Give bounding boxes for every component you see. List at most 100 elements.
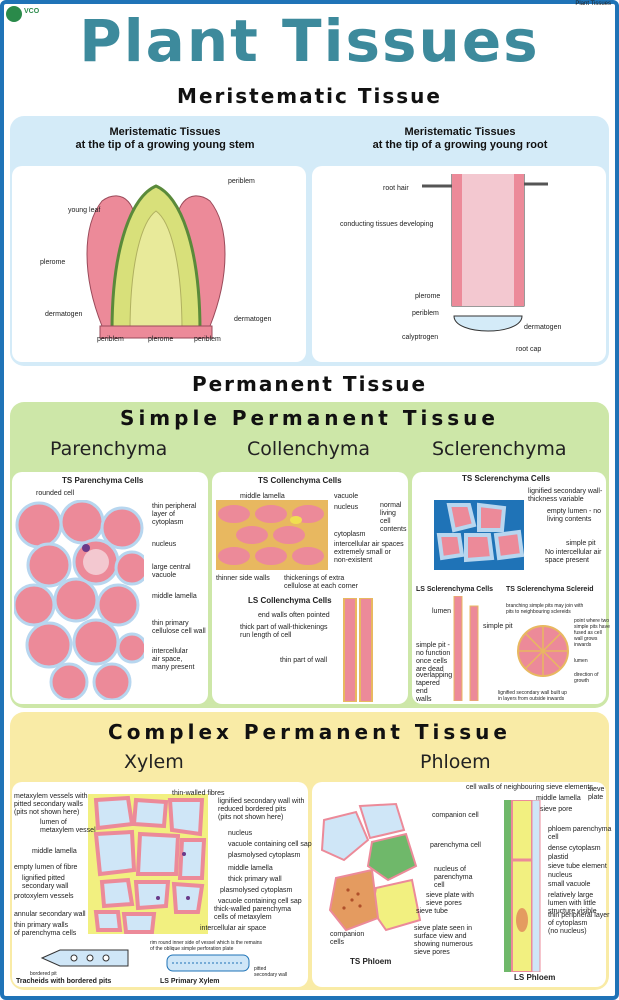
xylem-label-thin-primary-walls: thin primary walls of parenchyma cells — [14, 922, 77, 937]
phloem-label-small-vacuole: small vacuole — [548, 881, 591, 888]
stem-label-dermatogen-left: dermatogen — [45, 311, 83, 318]
phloem-label-sieve-plate-surface: sieve plate seen in surface view and sho… — [414, 925, 473, 956]
root-label-conducting-tissues: conducting tissues developing — [340, 221, 434, 228]
phloem-label-phloem-parenchyma: phloem parenchyma cell — [548, 826, 612, 841]
par-label-peripheral-cytoplasm: thin peripheral layer of cytoplasm — [152, 503, 197, 526]
parenchyma-heading: Parenchyma — [50, 438, 168, 460]
col-label-middle-lamella: middle lamella — [240, 493, 285, 500]
xylem-label-nucleus: nucleus — [228, 830, 253, 837]
phloem-label-middle-lamella: middle lamella — [536, 795, 581, 802]
logo-text: VCO — [24, 8, 40, 15]
phloem-label-cell-walls: cell walls of neighbouring sieve element… — [466, 784, 593, 791]
xylem-label-rim: rim round inner side of vessel which is … — [150, 940, 262, 952]
xylem-ts-cells — [88, 794, 208, 934]
ls-collenchyma-title: LS Collenchyma Cells — [248, 596, 332, 605]
xylem-label-bordered-pit: bordered pit — [30, 971, 57, 977]
par-label-middle-lamella: middle lamella — [152, 593, 197, 600]
lsscl-label-overlapping: overlapping tapered end walls — [416, 672, 453, 703]
par-label-cell-wall: thin primary cellulose cell wall — [152, 620, 206, 635]
collenchyma-title: TS Collenchyma Cells — [258, 476, 342, 485]
collenchyma-ts-cells — [216, 500, 328, 570]
sclerenchyma-ls-cells — [453, 596, 479, 701]
stem-label-plerome-bottom: plerome — [148, 336, 174, 343]
par-label-nucleus: nucleus — [152, 541, 177, 548]
lsscl-label-simple-pit: simple pit — [483, 623, 513, 630]
phloem-label-sieve-pore: sieve pore — [540, 806, 573, 813]
complex-permanent-heading: Complex Permanent Tissue — [108, 720, 511, 744]
ls-primary-xylem-title: LS Primary Xylem — [160, 978, 220, 985]
col-label-vacuole: vacuole — [334, 493, 359, 500]
stem-label-dermatogen-right: dermatogen — [234, 316, 272, 323]
xylem-label-vacuole-sap-2: vacuole containing cell sap — [218, 898, 302, 905]
simple-permanent-heading: Simple Permanent Tissue — [120, 406, 499, 430]
ls-sclerenchyma-title: LS Sclerenchyma Cells — [416, 586, 494, 593]
ls-primary-xylem-diagram — [166, 954, 250, 972]
par-label-vacuole: large central vacuole — [152, 564, 191, 579]
collenchyma-ls-cells — [343, 598, 373, 702]
scl-label-empty-lumen: empty lumen - no living contents — [547, 508, 602, 523]
xylem-label-thin-walled-fibres: thin-walled fibres — [172, 790, 225, 797]
xylem-label-protoxylem: protoxylem vessels — [14, 893, 74, 900]
col-label-thinner-walls: thinner side walls — [216, 575, 270, 582]
root-label-periblem: periblem — [412, 310, 439, 317]
col-label-normal-contents: normal living cell contents — [380, 502, 407, 533]
col-label-cytoplasm: cytoplasm — [334, 531, 366, 538]
sclerenchyma-heading: Sclerenchyma — [432, 438, 567, 460]
stem-label-periblem-bottom-right: periblem — [194, 336, 221, 343]
phloem-label-parenchyma-cell: parenchyma cell — [430, 842, 481, 849]
col-label-nucleus: nucleus — [334, 504, 359, 511]
xylem-label-vacuole-sap-1: vacuole containing cell sap — [228, 841, 312, 848]
par-label-air-space: intercellular air space, many present — [152, 648, 195, 671]
ls-phloem-diagram — [504, 800, 541, 972]
stem-label-young-leaf: young leaf — [68, 207, 101, 214]
col-label-air-spaces: intercellular air spaces extremely small… — [334, 541, 404, 564]
lscol-label-thick-part: thick part of wall-thickenings run lengt… — [240, 624, 328, 639]
lscol-label-thin-part: thin part of wall — [280, 657, 328, 664]
ts-sclereid-title: TS Sclerenchyma Sclereid — [506, 586, 594, 593]
root-label-calyptrogen: calyptrogen — [402, 334, 439, 341]
parenchyma-title: TS Parenchyma Cells — [62, 476, 144, 485]
stem-label-periblem-top: periblem — [228, 178, 255, 185]
xylem-label-empty-lumen-fibre: empty lumen of fibre — [14, 864, 78, 871]
scl-label-simple-pit: simple pit — [566, 540, 596, 547]
phloem-label-companion-cell: companion cell — [432, 812, 479, 819]
phloem-label-plastid: plastid — [548, 854, 569, 861]
xylem-label-lumen-vessel: lumen of metaxylem vessel — [40, 819, 96, 834]
phloem-label-sieve-plate-top: sieve plate — [588, 786, 605, 801]
phloem-label-companion-cells: companion cells — [330, 931, 365, 946]
xylem-label-middle-lamella-right: middle lamella — [228, 865, 273, 872]
phloem-label-large-lumen: relatively large lumen with little struc… — [548, 892, 597, 915]
xylem-label-plasmolysed-2: plasmolysed cytoplasm — [220, 887, 293, 894]
root-label-dermatogen: dermatogen — [524, 324, 562, 331]
phloem-label-thin-peripheral: thin peripheral layer of cytoplasm (no n… — [548, 912, 610, 935]
sclereid-label-fused-pits: point where two simple pits have fused a… — [574, 618, 610, 648]
root-tip-diagram — [422, 174, 548, 332]
stem-tip-diagram — [86, 184, 226, 339]
xylem-label-annular-wall: annular secondary wall — [14, 911, 86, 918]
phloem-label-nucleus: nucleus — [548, 872, 573, 879]
xylem-label-lignified-pitted: lignified pitted secondary wall — [22, 875, 69, 890]
tracheid-diagram — [40, 949, 129, 967]
logo-icon — [6, 6, 22, 22]
col-label-thickenings: thickenings of extra cellulose at each c… — [284, 575, 358, 590]
xylem-label-middle-lamella-left: middle lamella — [32, 848, 77, 855]
lsscl-label-lumen: lumen — [432, 608, 452, 615]
sclereid-diagram — [517, 625, 569, 677]
sclereid-label-branching-pits: branching simple pits may join with pits… — [506, 603, 584, 615]
xylem-label-plasmolysed-1: plasmolysed cytoplasm — [228, 852, 301, 859]
collenchyma-heading: Collenchyma — [247, 438, 371, 460]
xylem-label-thick-primary-wall: thick primary wall — [228, 876, 282, 883]
xylem-label-reduced-bordered-pits: lignified secondary wall with reduced bo… — [218, 798, 305, 821]
scl-label-lignified-wall: lignified secondary wall- thickness vari… — [528, 488, 603, 503]
phloem-label-sieve-tube: sieve tube — [416, 908, 448, 915]
sclereid-label-lumen: lumen — [574, 658, 588, 664]
meristematic-heading: Meristematic Tissue — [177, 84, 442, 108]
xylem-label-intercellular-air: intercellular air space — [200, 925, 267, 932]
phloem-label-sieve-plate-pores: sieve plate with sieve pores — [426, 892, 474, 907]
sclerenchyma-title: TS Sclerenchyma Cells — [462, 474, 551, 483]
ts-phloem-title: TS Phloem — [350, 957, 392, 966]
page-title: Plant Tissues — [79, 7, 540, 75]
sclerenchyma-ts-cells — [434, 500, 525, 570]
xylem-label-pitted-secondary: pitted secondary wall — [254, 966, 288, 978]
scl-label-no-air-space: No intercellular air space present — [545, 549, 602, 564]
